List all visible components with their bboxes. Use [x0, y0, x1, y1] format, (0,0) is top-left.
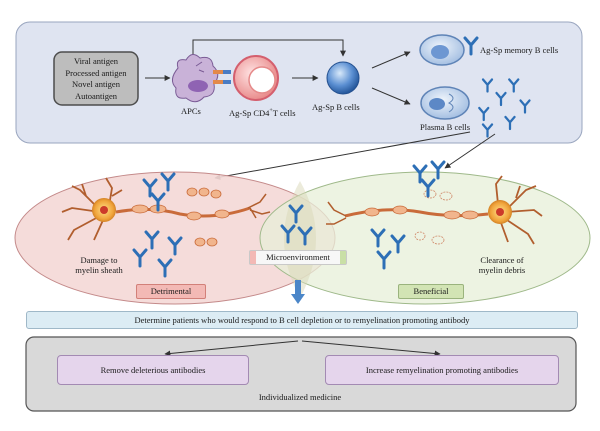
synapse-connectors — [213, 70, 231, 84]
memory-b-label: Ag-Sp memory B cells — [480, 45, 559, 55]
arrow-apc-to-bcell-loop — [192, 39, 346, 58]
memory-b-cell — [419, 34, 479, 66]
cd4-t-cell — [233, 55, 279, 101]
plasma-b-cell — [420, 86, 470, 120]
increase-antibodies-box: Increase remyelination promoting antibod… — [325, 355, 559, 385]
b-cell — [326, 61, 360, 95]
antigen-viral: Viral antigen — [73, 56, 119, 66]
damage-line2: myelin sheath — [75, 265, 123, 275]
damage-line1: Damage to — [80, 255, 118, 265]
right-neuron — [326, 175, 543, 245]
left-neuron — [61, 177, 271, 247]
beneficial-label: Beneficial — [398, 284, 464, 299]
antigen-processed: Processed antigen — [65, 67, 127, 78]
cd4-sup: + — [269, 108, 273, 114]
antigen-box — [53, 51, 139, 106]
down-arrow — [291, 280, 305, 304]
cd4-suffix: T cells — [272, 107, 296, 118]
apcs-label: APCs — [181, 106, 201, 116]
arrow-to-increase — [301, 340, 441, 357]
arrow-to-detrimental — [214, 131, 471, 180]
individualized-label: Individualized medicine — [258, 392, 342, 402]
arrow-to-memory — [371, 51, 411, 69]
microenvironment-label: Microenvironment — [249, 250, 347, 265]
detrimental-label: Detrimental — [136, 284, 206, 299]
clearance-label: Clearance of myelin debris — [462, 255, 542, 275]
remove-antibodies-box: Remove deleterious antibodies — [57, 355, 249, 385]
cd4-prefix: Ag-Sp CD4 — [229, 107, 270, 118]
cd4-label: Ag-Sp CD4+T cells — [229, 106, 296, 118]
antigen-novel: Novel antigen — [72, 79, 120, 89]
clearance-line2: myelin debris — [478, 265, 526, 275]
arrow-to-plasma — [371, 87, 411, 105]
plasma-b-label: Plasma B cells — [420, 122, 471, 132]
antigen-list: Viral antigen Processed antigen Novel an… — [55, 56, 137, 102]
arrow-to-remove — [164, 340, 299, 357]
damage-label: Damage to myelin sheath — [64, 255, 134, 275]
apc-cell — [172, 54, 219, 103]
clearance-line1: Clearance of — [480, 255, 524, 265]
arrow-to-beneficial — [444, 133, 496, 169]
antigen-auto: Autoantigen — [74, 90, 118, 101]
determine-band: Determine patients who would respond to … — [26, 311, 578, 329]
b-cells-label: Ag-Sp B cells — [312, 102, 360, 112]
